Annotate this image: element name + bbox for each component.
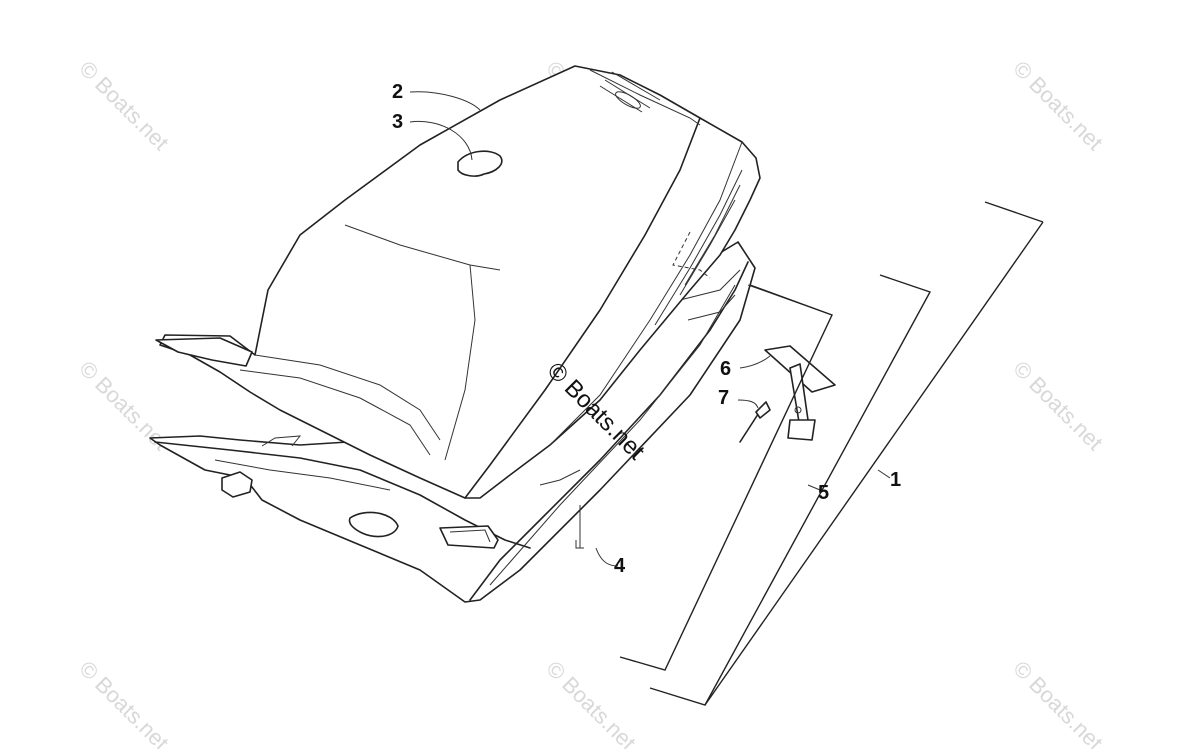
callout-2: 2	[392, 81, 403, 103]
bracket-assembly-1	[984, 201, 1044, 223]
bracket-assembly-1-line	[704, 221, 1044, 706]
rivet-part-7	[739, 401, 771, 443]
callout-3: 3	[392, 111, 403, 133]
watermark-bottom-center: © Boats.net	[541, 656, 640, 749]
watermark-mid-right: © Boats.net	[1008, 356, 1107, 455]
callout-6: 6	[720, 358, 731, 380]
watermark-top-right: © Boats.net	[1008, 56, 1107, 155]
watermark-top-left: © Boats.net	[74, 56, 173, 155]
watermark-bottom-left: © Boats.net	[74, 656, 173, 749]
clip-part-4	[575, 505, 584, 549]
callout-7: 7	[718, 387, 729, 409]
bracket-assembly-5	[619, 284, 833, 671]
bracket-assembly-5-outer	[649, 274, 932, 706]
callout-4: 4	[614, 555, 626, 577]
callout-5: 5	[818, 482, 829, 504]
callout-1: 1	[890, 469, 901, 491]
bracket-part-6	[764, 345, 836, 441]
assembly-brackets	[619, 201, 1044, 706]
watermark-bottom-right: © Boats.net	[1008, 656, 1107, 749]
callouts: 2 3 4 5 1 6 7	[392, 81, 901, 577]
seat-cushion	[155, 65, 761, 499]
